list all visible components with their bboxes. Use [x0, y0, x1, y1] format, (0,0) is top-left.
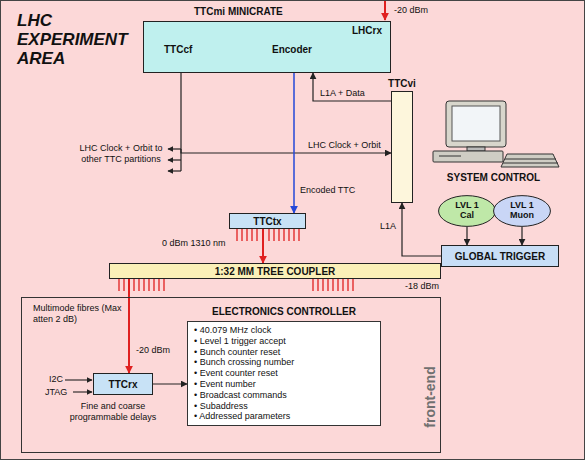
input-fibre: [385, 1, 386, 20]
vme-module-box: TTCvi: [391, 91, 413, 203]
trigger-name: LVL 1 Muon: [502, 201, 542, 221]
list-item: • Event counter reset: [194, 368, 374, 379]
box-heading: ELECTRONICS CONTROLLER: [188, 306, 380, 317]
computer-label: SYSTEM CONTROL: [447, 172, 540, 183]
front-end-box: front-endELECTRONICS CONTROLLER• 40.079 …: [21, 297, 441, 453]
box-name: 1:32 MM TREE COUPLER: [215, 266, 336, 277]
list-item: • Bunch crossing number: [194, 357, 374, 368]
box-name: TTCtx: [253, 216, 281, 227]
box-name: GLOBAL TRIGGER: [455, 251, 545, 262]
region-name: front-end: [422, 366, 438, 427]
edge-label: L1A: [379, 221, 397, 232]
computer-node: SYSTEM CONTROL: [426, 97, 561, 183]
module-name: LHCrx: [352, 25, 382, 36]
module-name: TTCcf: [164, 44, 192, 55]
list-item: • Bunch counter reset: [194, 347, 374, 358]
edge-label: L1A + Data: [319, 88, 366, 99]
signal-label: Fine and coarse programmable delays: [61, 401, 165, 423]
signal-arrow: [128, 279, 130, 373]
transmitter-box: TTCtx: [229, 213, 306, 229]
list-item: • Addressed parameters: [194, 411, 374, 422]
computer-icon: [433, 101, 559, 167]
module-name: Encoder: [272, 44, 312, 55]
signal-arrow: [293, 73, 295, 213]
clock-fanout: [168, 149, 181, 171]
signal-label: LHC Clock + Orbit to other TTC partition…: [77, 143, 165, 165]
signal-label: -18 dBm: [405, 281, 439, 292]
crate-box: TTCmi MINICRATELHCrxTTCcfEncoder: [143, 21, 391, 73]
signal-arrow: [466, 227, 467, 245]
fibre-ticks: [119, 229, 353, 291]
signal-arrow: [402, 203, 441, 256]
list-item: • 40.079 MHz clock: [194, 325, 374, 336]
crate-heading: TTCmi MINICRATE: [194, 6, 283, 17]
signal-label: I2C: [49, 374, 63, 385]
signal-arrow: [521, 227, 522, 245]
area-title: LHC EXPERIMENT AREA: [17, 11, 142, 68]
signal-arrow: [262, 229, 264, 263]
edge-label: Encoded TTC: [299, 185, 356, 196]
receiver-box: TTCrx: [93, 373, 153, 395]
list-item: • Subaddress: [194, 401, 374, 412]
list-item: • Event number: [194, 379, 374, 390]
signal-label: Multimode fibres (Max atten 2 dB): [33, 303, 133, 325]
box-name: TTCrx: [109, 379, 138, 390]
signal-arrow: [313, 73, 391, 101]
bus-wires: [65, 380, 92, 392]
coupler-band: 1:32 MM TREE COUPLER: [109, 263, 441, 279]
signal-arrow: [181, 73, 391, 153]
list-item: • Broadcast commands: [194, 390, 374, 401]
trigger-box: GLOBAL TRIGGER: [441, 245, 559, 267]
controller-box: ELECTRONICS CONTROLLER• 40.079 MHz clock…: [187, 321, 381, 426]
trigger-ellipse: LVL 1 Cal: [438, 195, 496, 227]
module-name: TTCvi: [388, 78, 416, 89]
list-item: • Level 1 trigger accept: [194, 336, 374, 347]
signal-label: -20 dBm: [394, 5, 428, 16]
signal-label: JTAG: [45, 387, 67, 398]
trigger-name: LVL 1 Cal: [447, 201, 487, 221]
edge-label: 0 dBm 1310 nm: [161, 238, 227, 249]
trigger-ellipse: LVL 1 Muon: [493, 195, 551, 227]
edge-label: LHC Clock + Orbit: [307, 140, 382, 151]
edge-label: -20 dBm: [135, 345, 171, 356]
signal-arrow: [153, 383, 187, 384]
